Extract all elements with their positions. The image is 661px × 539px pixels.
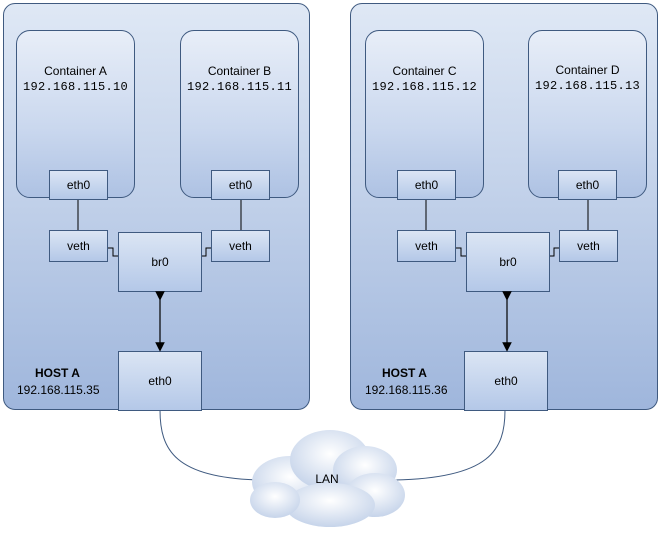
container-ip: 192.168.115.12 bbox=[371, 80, 478, 94]
veth-right: veth bbox=[559, 230, 618, 262]
container-name: Container C bbox=[392, 64, 457, 78]
container-ip: 192.168.115.11 bbox=[186, 80, 293, 94]
lan-link-host-a bbox=[159, 409, 261, 481]
container-name: Container B bbox=[207, 64, 272, 78]
host-eth0: eth0 bbox=[464, 351, 548, 411]
container-a-eth0: eth0 bbox=[49, 170, 108, 200]
container-name: Container D bbox=[555, 63, 620, 77]
bridge-br0: br0 bbox=[118, 232, 202, 292]
lan-cloud-icon bbox=[250, 430, 405, 527]
container-b: Container B 192.168.115.11 bbox=[180, 30, 299, 198]
host-eth0: eth0 bbox=[118, 351, 202, 411]
lan-label: LAN bbox=[315, 472, 339, 486]
container-name: Container A bbox=[44, 64, 107, 78]
container-ip: 192.168.115.13 bbox=[534, 79, 641, 93]
host-name: HOST A bbox=[35, 366, 80, 380]
veth-right: veth bbox=[211, 230, 270, 262]
veth-left: veth bbox=[397, 230, 456, 262]
bridge-br0: br0 bbox=[466, 232, 550, 292]
veth-left: veth bbox=[49, 230, 108, 262]
lan-link-host-b bbox=[394, 409, 506, 481]
container-c-eth0: eth0 bbox=[397, 170, 456, 200]
container-d-eth0: eth0 bbox=[558, 170, 617, 200]
host-ip: 192.168.115.36 bbox=[365, 383, 448, 397]
host-ip: 192.168.115.35 bbox=[17, 383, 100, 397]
container-ip: 192.168.115.10 bbox=[22, 80, 129, 94]
host-name: HOST A bbox=[382, 366, 427, 380]
container-b-eth0: eth0 bbox=[211, 170, 270, 200]
